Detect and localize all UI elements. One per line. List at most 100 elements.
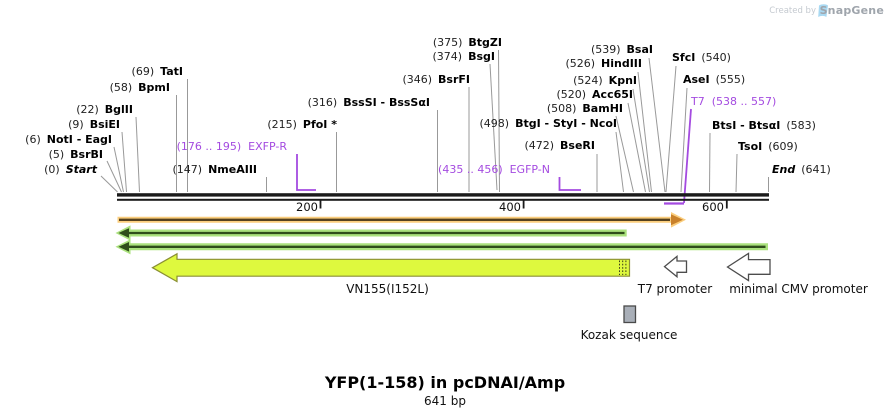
site-label-start: (0) Start xyxy=(44,163,97,176)
site-pos: (215) xyxy=(267,118,297,131)
site-label-bsrbi: (5) BsrBI xyxy=(49,148,103,161)
site-label-bsiei: (9)BsiEI xyxy=(68,118,120,131)
site-pos: (22) xyxy=(76,103,99,116)
site-pos: (5) xyxy=(48,148,65,161)
vn155-dotted-end xyxy=(619,260,627,275)
site-label-bseri: (472)BseRI xyxy=(524,139,595,152)
leader-acc65i xyxy=(627,102,646,193)
site-name: BtsI - BtsαI xyxy=(712,119,781,132)
watermark-created-by: Created by xyxy=(769,6,816,16)
vn155-label: VN155(I152L) xyxy=(346,282,429,296)
site-name: NotI - EagI xyxy=(46,133,112,146)
site-name: TatI xyxy=(160,65,183,78)
leader-kpni xyxy=(632,88,650,193)
leader-btgi xyxy=(615,131,624,193)
site-name: BsrBI xyxy=(70,148,103,161)
site-name: BtgZI xyxy=(468,36,502,49)
site-name: BtgI - StyI - NcoI xyxy=(515,117,617,130)
site-label-acc65i: (520)Acc65I xyxy=(556,88,633,101)
leader-bamhi xyxy=(615,115,634,193)
site-label-nmeaiii: (147)NmeAIII xyxy=(172,163,257,176)
site-pos: (526) xyxy=(565,57,596,70)
site-pos: (0) xyxy=(44,163,60,176)
tick-200 xyxy=(319,200,322,209)
site-name: TsoI xyxy=(738,140,763,153)
construct-length: 641 bp xyxy=(424,394,466,408)
site-label-hindiii: (526) HindIII xyxy=(565,57,642,70)
leader-sfci xyxy=(665,65,677,193)
site-pos: (555) xyxy=(715,73,746,86)
site-label-pfoi: (215) PfoI * xyxy=(267,118,337,131)
site-pos: (58) xyxy=(109,81,133,94)
primer-range: (435 .. 456) xyxy=(438,163,503,176)
site-label-kpni: (524) KpnI xyxy=(573,74,637,87)
orange-feature-arrow xyxy=(117,212,686,228)
site-label-btsi: BtsI - BtsαI (583) xyxy=(712,119,816,132)
site-pos: (69) xyxy=(131,65,155,78)
site-pos: (583) xyxy=(786,119,816,132)
site-name: AseI xyxy=(683,73,710,86)
site-pos: (472) xyxy=(524,139,555,152)
primer-label-t7: T7(538 .. 557) xyxy=(691,95,776,108)
site-label-btgzi: (375) BtgZI xyxy=(433,36,502,49)
site-label-btgi-styi-ncoi: (498) BtgI - StyI - NcoI xyxy=(480,117,617,130)
site-pos: (346) xyxy=(402,73,433,86)
backbone-bottom-line xyxy=(117,198,769,201)
primer-name: EXFP-R xyxy=(248,140,287,153)
site-pos: (539) xyxy=(590,43,621,56)
leader-lines xyxy=(100,49,769,193)
site-pos: (375) xyxy=(432,36,463,49)
primer-t7-leader xyxy=(683,108,692,204)
site-label-bglii: (22) BglII xyxy=(76,103,133,116)
site-pos: (316) xyxy=(307,96,338,109)
site-pos: (520) xyxy=(556,88,587,101)
leader-hindiii xyxy=(637,71,652,193)
site-name: End xyxy=(772,163,796,176)
snapgene-flag-icon xyxy=(818,4,828,17)
ruler-label-200: 200 xyxy=(296,200,318,214)
backbone-top-line xyxy=(117,193,769,197)
site-name: KpnI xyxy=(608,74,637,87)
site-name: BamHI xyxy=(582,102,623,115)
kozak-box xyxy=(623,305,637,324)
site-pos: (147) xyxy=(172,163,203,176)
vn155-arrow xyxy=(151,252,631,283)
site-name: BpmI xyxy=(138,81,170,94)
leader-btsi xyxy=(709,132,711,193)
site-pos: (498) xyxy=(479,117,510,130)
site-name: BsrFI xyxy=(438,73,470,86)
site-name: BglII xyxy=(104,103,133,116)
site-name: BssSI - BssSαI xyxy=(343,96,430,109)
kozak-label: Kozak sequence xyxy=(580,328,678,342)
site-label-tsoi: TsoI(609) xyxy=(738,140,798,153)
leader-start xyxy=(100,175,118,193)
leader-tsoi xyxy=(735,153,738,193)
ruler-label-600: 600 xyxy=(702,200,724,214)
vn155-arrow-shape xyxy=(151,252,631,283)
site-label-asei: AseI (555) xyxy=(683,73,745,86)
site-label-end: End(641) xyxy=(772,163,831,176)
site-label-bsai: (539)BsaI xyxy=(591,43,653,56)
site-label-bpmi: (58) BpmI xyxy=(110,81,170,94)
watermark-brand: SnapGene xyxy=(819,4,884,17)
primer-label-egfp-n: (435 .. 456)EGFP-N xyxy=(438,163,550,176)
site-name: HindIII xyxy=(601,57,642,70)
site-label-bsssi: (316) BssSI - BssSαI xyxy=(308,96,430,109)
site-label-sfci: SfcI(540) xyxy=(672,51,731,64)
tick-400 xyxy=(522,200,525,209)
leader-noti xyxy=(113,146,124,193)
ruler-tick-marks xyxy=(319,200,728,209)
site-label-noti-eagi: (6)NotI - EagI xyxy=(25,133,112,146)
primer-exfp-r-mark xyxy=(296,154,316,191)
site-name: PfoI * xyxy=(302,118,337,131)
site-name: BsiEI xyxy=(89,118,120,131)
site-pos: (524) xyxy=(573,74,603,87)
leader-bglii xyxy=(135,116,140,193)
site-pos: (540) xyxy=(701,51,731,64)
site-name: BsgI xyxy=(468,50,495,63)
site-name: Start xyxy=(65,163,97,176)
leader-bsgi xyxy=(489,63,498,191)
site-label-bsrfi: (346) BsrFI xyxy=(402,73,470,86)
primer-range: (538 .. 557) xyxy=(711,95,777,108)
